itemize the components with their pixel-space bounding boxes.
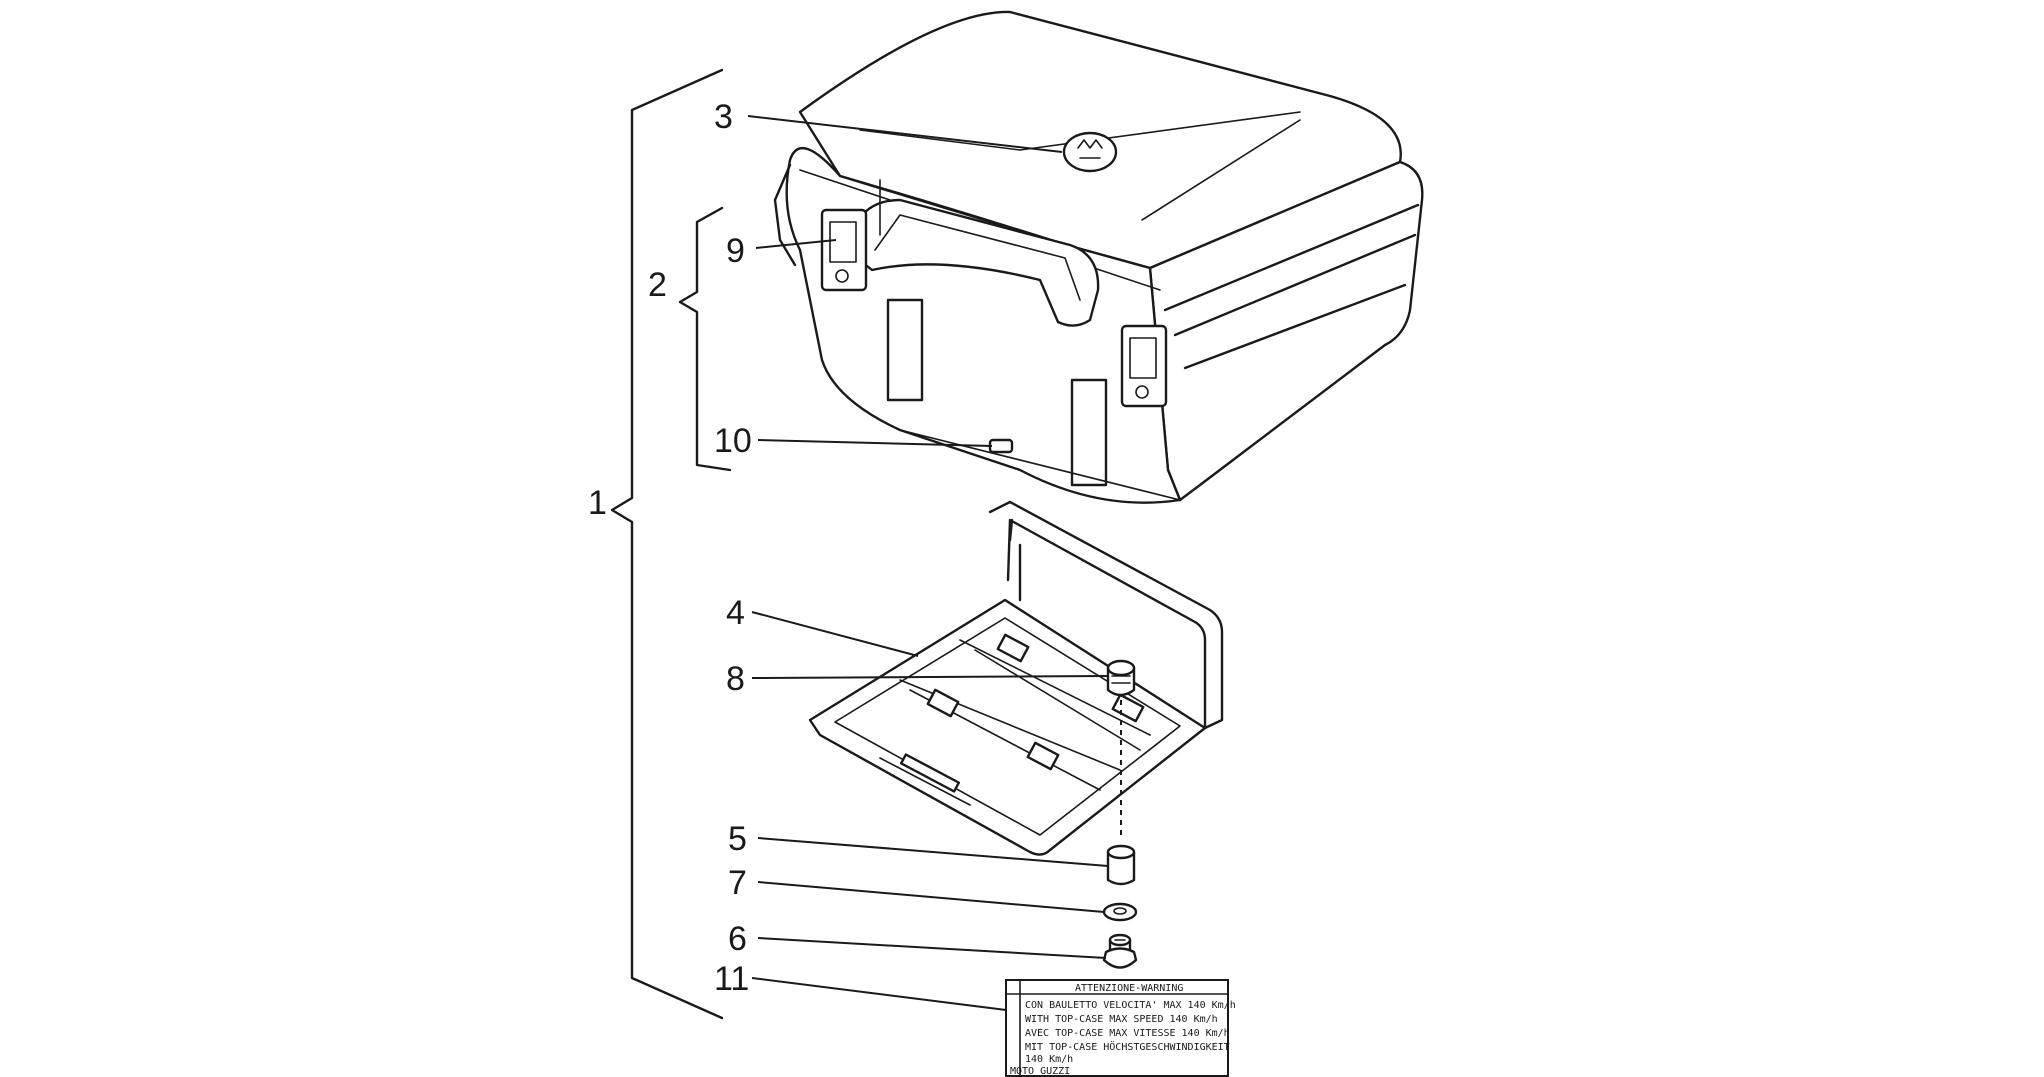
- callout-4: 4: [726, 594, 745, 632]
- front-groove-left: [886, 298, 924, 402]
- callout-6: 6: [728, 920, 747, 958]
- rack-slot-2: [926, 688, 960, 718]
- top-case: [773, 10, 1424, 504]
- rack-front-lip: [879, 757, 971, 806]
- callout-10: 10: [714, 422, 752, 460]
- rack-crossbar-4: [974, 649, 1141, 751]
- lid-crease-2: [1141, 119, 1301, 221]
- warning-label-line-3: AVEC TOP-CASE MAX VITESSE 140 Km/h: [1025, 1028, 1230, 1039]
- rack-slot-4: [1111, 693, 1145, 723]
- rack-crossbar-3: [959, 639, 1151, 736]
- callout-11: 11: [714, 960, 749, 998]
- leader-5: [757, 837, 1109, 867]
- rack-slot-3: [1026, 741, 1060, 771]
- logo-badge: [1062, 131, 1118, 173]
- warning-label-line-5: 140 Km/h: [1025, 1054, 1073, 1065]
- leader-8: [751, 675, 1109, 679]
- spacer: [1106, 844, 1136, 886]
- lock-barrel: [988, 438, 1014, 454]
- latch-left: [820, 208, 868, 292]
- callout-5: 5: [728, 820, 747, 858]
- rack-base-outer: [808, 598, 1207, 856]
- right-band-low: [1183, 283, 1407, 370]
- callout-2: 2: [648, 266, 667, 304]
- leader-6: [757, 937, 1107, 959]
- warning-label-line-1: CON BAULETTO VELOCITA' MAX 140 Km/h: [1025, 1000, 1236, 1011]
- callout-3: 3: [714, 98, 733, 136]
- rack-front-tab: [899, 753, 961, 793]
- leader-9: [755, 239, 837, 249]
- leader-10: [757, 439, 993, 447]
- rack-slot-1: [996, 633, 1030, 663]
- leader-3: [747, 115, 1063, 153]
- handle-inner: [874, 214, 1081, 301]
- rack-back-frame-outer: [988, 500, 1224, 730]
- rubber-cap: [1106, 659, 1136, 697]
- callout-8: 8: [726, 660, 745, 698]
- right-band-mid: [1173, 233, 1417, 337]
- leader-7: [757, 881, 1105, 913]
- warning-label-title: ATTENZIONE-WARNING: [1075, 983, 1183, 994]
- bracket-2: [678, 206, 732, 472]
- warning-label-line-2: WITH TOP-CASE MAX SPEED 140 Km/h: [1025, 1014, 1218, 1025]
- warning-label-line-6: MOTO GUZZI: [1010, 1066, 1070, 1077]
- latch-right: [1120, 324, 1168, 408]
- warning-label: ATTENZIONE-WARNING CON BAULETTO VELOCITA…: [1005, 979, 1236, 1077]
- front-groove-right: [1070, 378, 1108, 487]
- top-case-handle: [848, 198, 1100, 327]
- leader-4: [751, 611, 919, 657]
- bottom-edge: [899, 429, 1181, 501]
- lid-crease: [859, 111, 1301, 151]
- leader-11: [751, 977, 1007, 1011]
- warning-label-line-4: MIT TOP-CASE HÖCHSTGESCHWINDIGKEIT: [1025, 1040, 1230, 1053]
- rack-base-inner: [834, 617, 1181, 836]
- callout-9: 9: [726, 232, 745, 270]
- rack-back-frame-inner: [1008, 518, 1022, 602]
- screw: [1102, 933, 1138, 969]
- right-band-top: [1163, 203, 1420, 312]
- left-edge: [773, 163, 797, 267]
- callout-7: 7: [728, 864, 747, 902]
- washer: [1102, 902, 1138, 922]
- callout-1: 1: [588, 484, 607, 522]
- bracket-1: [610, 68, 724, 1020]
